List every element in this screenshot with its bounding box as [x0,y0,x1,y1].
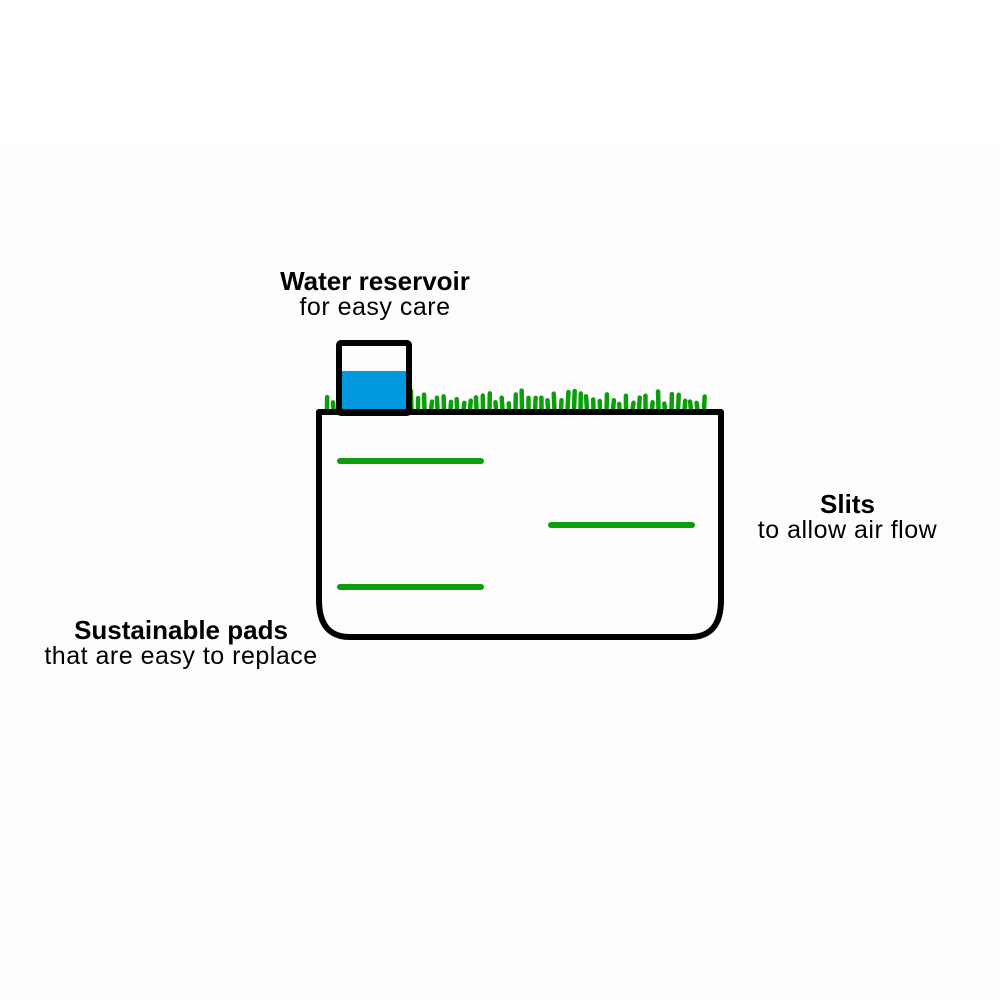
grass-blade [461,400,467,413]
grass-blade [448,399,454,413]
pads-subtitle: that are easy to replace [44,642,318,670]
grass-blade [571,388,577,413]
grass-blade [532,395,538,413]
grass-blade [687,399,694,413]
pads-label: Sustainable pads that are easy to replac… [10,617,352,669]
grass-blade [682,398,688,413]
reservoir-subtitle: for easy care [299,293,451,321]
grass-blade [558,397,564,413]
grass-blade [675,392,681,413]
grass-blade [694,400,700,413]
grass-blade [583,393,590,413]
grass-blade [610,398,617,413]
grass-blade [434,395,440,413]
background-band [0,0,1000,145]
grass-blade [630,400,636,413]
grass-blade [636,395,642,413]
reservoir-title: Water reservoir [280,266,470,296]
reservoir-label: Water reservoir for easy care [255,268,495,320]
grass-blade [493,399,499,413]
grass-blade [499,395,505,413]
slits-title: Slits [820,489,875,519]
planter-body [316,409,724,640]
grass-blade [473,395,479,413]
grass-blade [545,398,551,413]
grass-blade [701,394,707,413]
grass-blade [330,400,336,413]
slits-subtitle: to allow air flow [757,516,938,544]
grass-blade [662,401,668,413]
slits-label: Slits to allow air flow [730,491,965,543]
pads-title: Sustainable pads [74,615,288,645]
grass-blade [428,399,435,413]
grass-blade [551,391,557,413]
grass-blade [467,398,474,413]
grass-blade [565,389,571,413]
water-fill [342,371,408,411]
grass-blade [649,399,655,413]
